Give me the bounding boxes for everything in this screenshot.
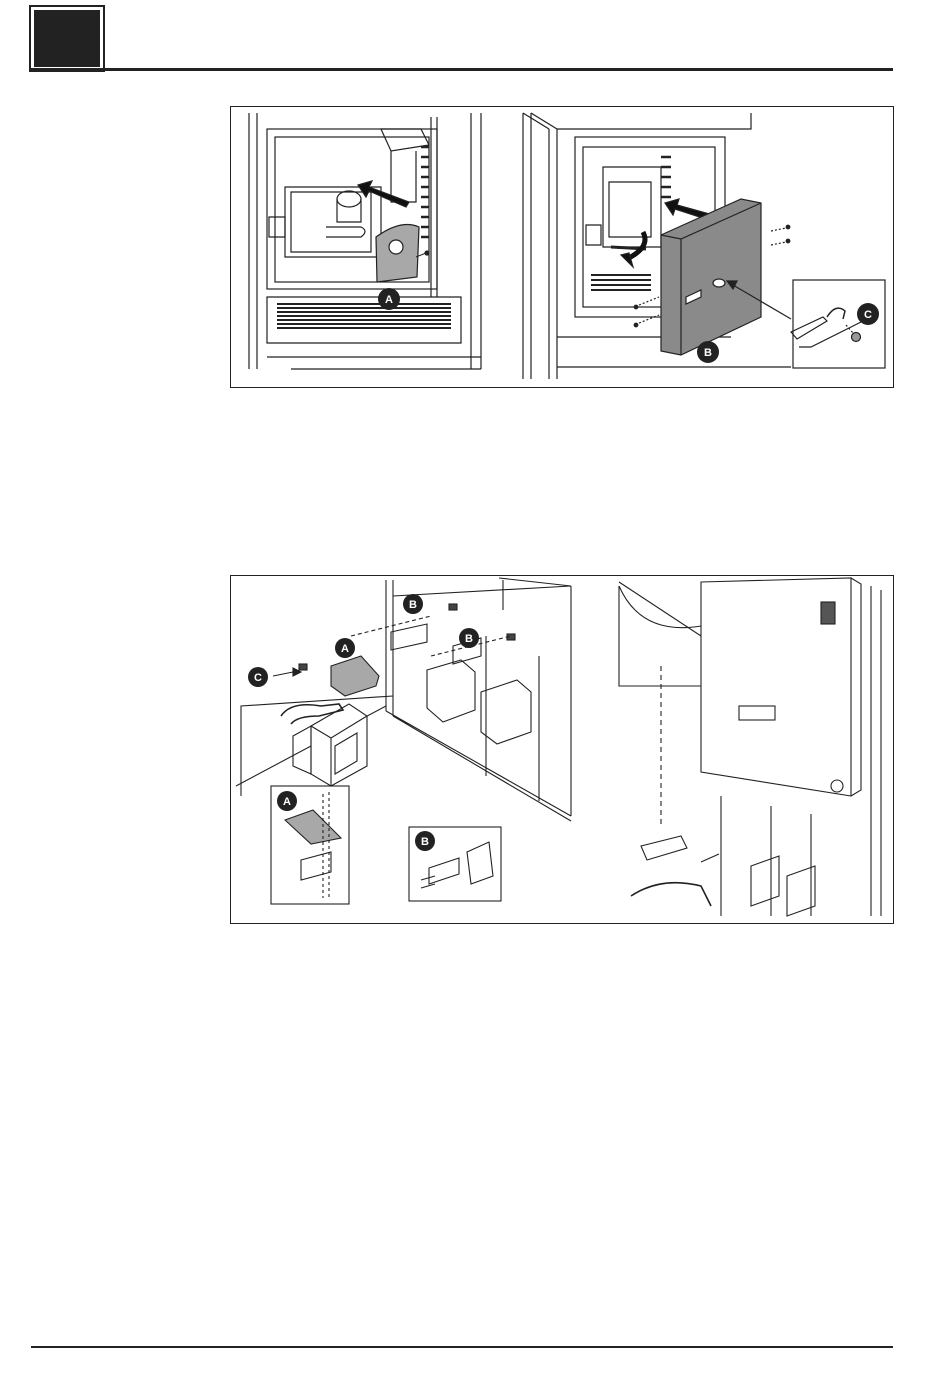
callout-c-main: C	[248, 667, 268, 687]
callout-inset-b: B	[415, 831, 435, 851]
callout-c-fig1: C	[857, 303, 879, 325]
baffle-part-a	[376, 225, 419, 282]
frame-isometric-view	[236, 578, 571, 821]
callout-inset-a: A	[277, 791, 297, 811]
callout-b-mid: B	[459, 628, 479, 648]
svg-text:C: C	[254, 672, 262, 684]
callout-a-fig1: A	[378, 288, 400, 310]
stove-front-view-left	[249, 113, 481, 369]
arrow-icon	[273, 668, 301, 676]
callout-a-main: A	[335, 638, 355, 658]
header-rule	[31, 68, 893, 71]
cabinet-isometric-view	[619, 578, 881, 916]
chapter-tab	[31, 7, 103, 70]
figure-bracket-assembly: B A B C A B	[230, 575, 894, 924]
svg-text:B: B	[421, 836, 429, 848]
svg-text:B: B	[409, 599, 417, 611]
svg-text:C: C	[864, 309, 872, 321]
footer-rule	[31, 1346, 893, 1348]
svg-text:A: A	[341, 643, 349, 655]
callout-b-top: B	[403, 594, 423, 614]
svg-text:B: B	[704, 347, 712, 359]
svg-text:A: A	[385, 294, 393, 306]
burner-housing	[281, 704, 367, 786]
side-panel-part-b	[661, 199, 761, 355]
arrow-icon	[358, 181, 409, 207]
figure-door-panel-install: A B	[230, 106, 894, 388]
callout-b-fig1: B	[697, 341, 719, 363]
svg-text:B: B	[465, 633, 473, 645]
bracket-part-a-main	[331, 656, 379, 696]
svg-text:A: A	[283, 796, 291, 808]
screw-icon	[299, 604, 515, 670]
